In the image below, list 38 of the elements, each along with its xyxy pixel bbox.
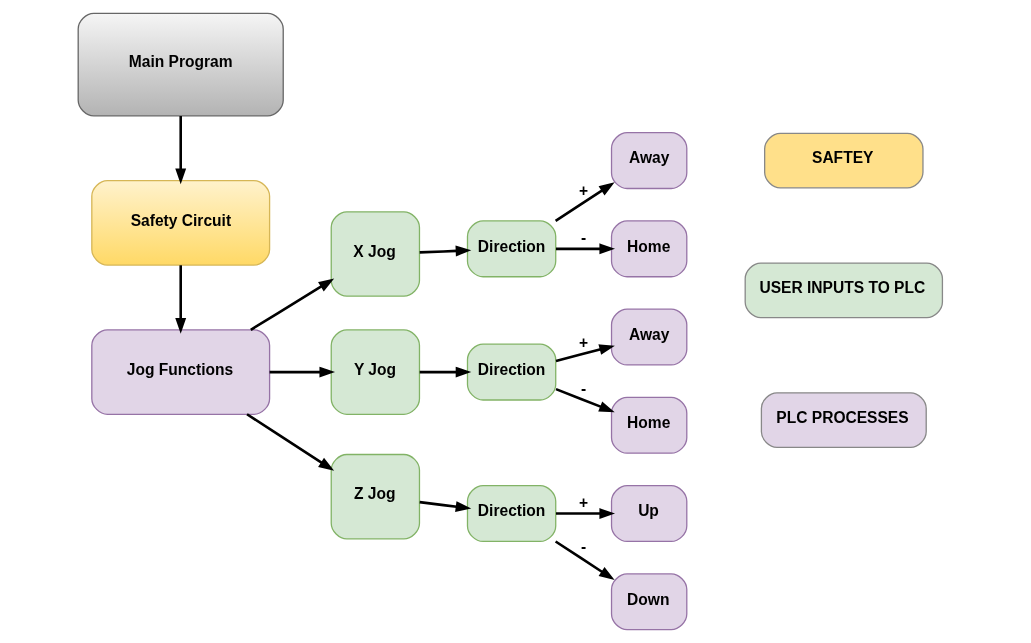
arrow xyxy=(419,366,472,378)
node-box: Home xyxy=(610,220,688,278)
arrow xyxy=(246,413,335,471)
node-box: Jog Functions xyxy=(91,329,271,415)
node-box: Down xyxy=(610,573,688,631)
arrow xyxy=(554,182,615,222)
node-box: Y Jog xyxy=(330,329,421,415)
arrow xyxy=(554,540,615,581)
arrow xyxy=(419,245,472,257)
arrow xyxy=(250,278,335,331)
arrow xyxy=(555,387,615,413)
arrow xyxy=(555,508,616,520)
node-box: Direction xyxy=(466,343,557,401)
node-box: Z Jog xyxy=(330,453,421,540)
arrow xyxy=(175,116,187,185)
node-box: X Jog xyxy=(330,211,421,297)
node-box: Direction xyxy=(466,485,557,543)
node-box: Home xyxy=(610,396,688,454)
arrow xyxy=(555,243,616,255)
legend-label: PLC PROCESSES xyxy=(776,408,909,426)
arrow xyxy=(555,344,615,363)
arrow xyxy=(419,500,472,513)
arrow xyxy=(269,366,336,378)
edge-label: - xyxy=(581,229,587,247)
node-box: Main Program xyxy=(77,12,284,117)
edge-label: - xyxy=(581,379,587,397)
edge-label: - xyxy=(581,537,587,555)
edge-label: + xyxy=(579,182,589,200)
node-box: Away xyxy=(610,132,688,190)
node-box: Up xyxy=(610,485,688,543)
node-box: Direction xyxy=(466,220,557,278)
edge-label: + xyxy=(579,334,589,352)
node-box: Away xyxy=(610,308,688,366)
edge-label: + xyxy=(579,493,589,511)
node-box: Safety Circuit xyxy=(91,180,271,266)
legend-label: USER INPUTS TO PLC xyxy=(759,279,926,297)
arrow xyxy=(175,265,187,334)
legend-label: SAFTEY xyxy=(812,149,874,167)
